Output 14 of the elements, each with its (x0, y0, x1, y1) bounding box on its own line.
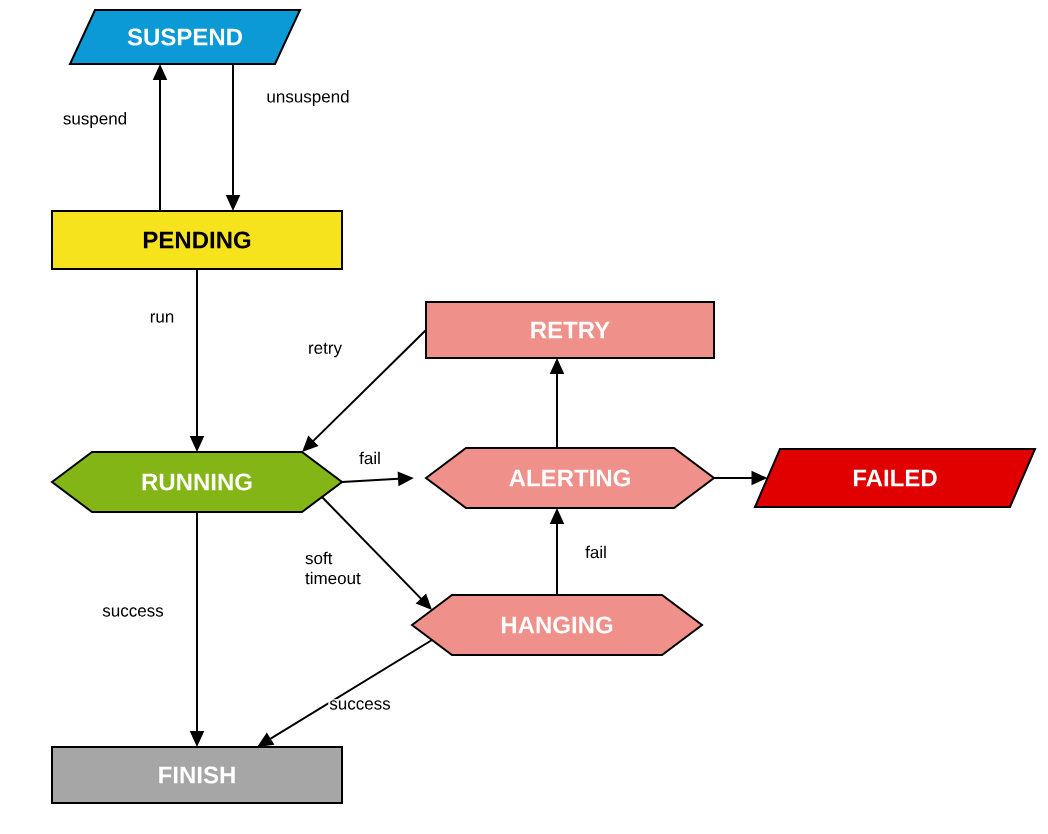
edge-label: success (101, 606, 165, 618)
arrow (302, 329, 427, 452)
edge-label: fail (584, 544, 608, 560)
state-box: RETRY (425, 301, 715, 359)
state-box: PENDING (51, 210, 343, 270)
edge-label: soft timeout (304, 550, 366, 586)
state-box: FINISH (51, 746, 343, 804)
edge-label: unsuspend (265, 89, 351, 107)
edge-label: success (328, 699, 392, 711)
edge-label: fail (358, 450, 382, 466)
arrow (321, 496, 432, 610)
edge-label: retry (307, 341, 343, 359)
edge-label: suspend (61, 111, 129, 129)
edge-label: run (148, 312, 176, 324)
